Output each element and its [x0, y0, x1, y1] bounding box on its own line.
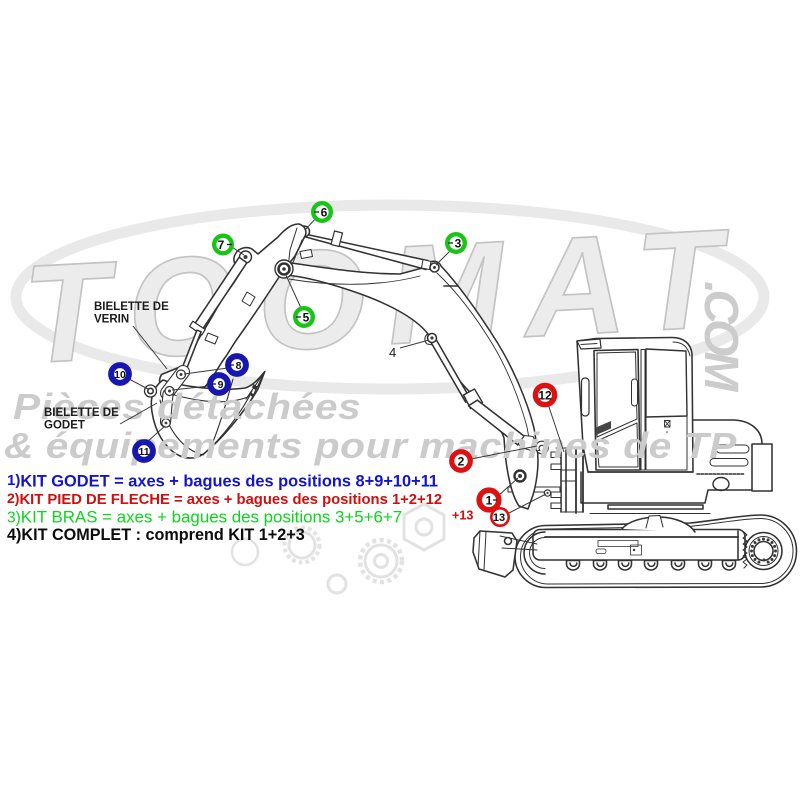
svg-text:+13: +13 [452, 509, 473, 523]
svg-text:10: 10 [114, 369, 126, 381]
svg-text:1)KIT GODET = axes + bagues de: 1)KIT GODET = axes + bagues des position… [7, 472, 438, 491]
svg-text:8: 8 [236, 360, 242, 372]
svg-text:4)KIT COMPLET : comprend KIT 1: 4)KIT COMPLET : comprend KIT 1+2+3 [7, 526, 305, 544]
svg-text:BIELETTE DE: BIELETTE DE [44, 407, 119, 419]
svg-text:GODET: GODET [44, 420, 85, 432]
svg-text:3)KIT BRAS = axes + bagues des: 3)KIT BRAS = axes + bagues des positions… [7, 508, 402, 527]
svg-text:2: 2 [458, 455, 465, 469]
svg-text:7: 7 [218, 238, 225, 252]
svg-text:.COM: .COM [694, 281, 747, 392]
svg-text:& équipements pour machines de: & équipements pour machines de TP [4, 426, 737, 466]
svg-text:9: 9 [218, 379, 224, 391]
svg-text:2)KIT PIED DE FLECHE = axes +: 2)KIT PIED DE FLECHE = axes + bagues des… [7, 490, 442, 508]
svg-text:Pièces détachées: Pièces détachées [13, 387, 361, 427]
svg-text:3: 3 [455, 237, 462, 251]
svg-text:12: 12 [538, 389, 552, 403]
svg-text:4: 4 [389, 345, 396, 360]
svg-text:VERIN: VERIN [94, 314, 129, 326]
svg-text:11: 11 [138, 446, 149, 458]
svg-text:6: 6 [321, 206, 328, 220]
svg-text:13: 13 [493, 512, 505, 524]
svg-text:5: 5 [303, 311, 310, 325]
svg-text:BIELETTE DE: BIELETTE DE [94, 301, 169, 313]
svg-text:1: 1 [486, 494, 493, 508]
